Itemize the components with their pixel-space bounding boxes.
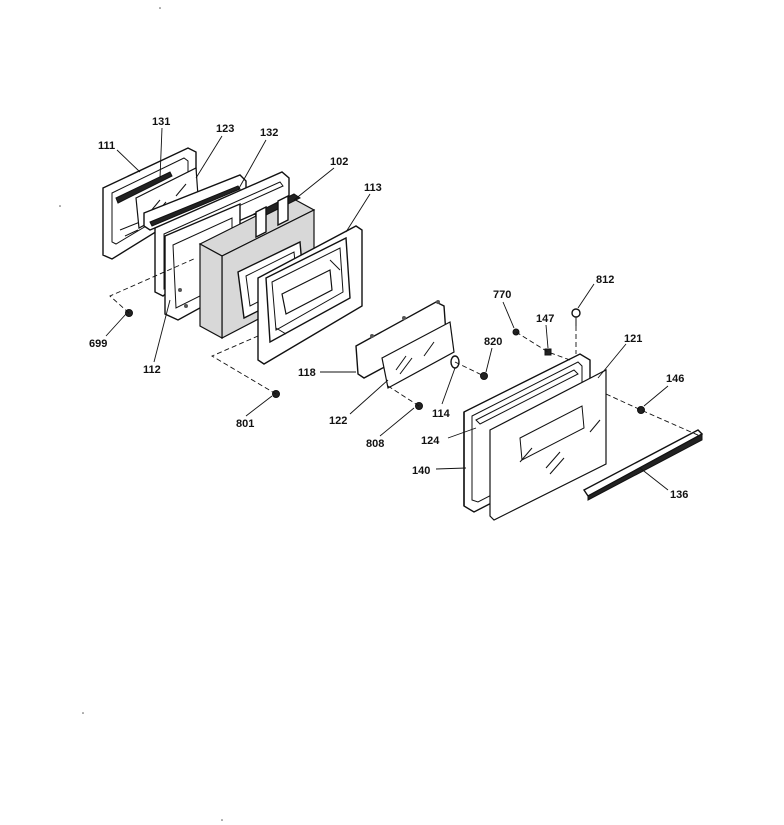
callout-131: 131	[152, 116, 170, 128]
leader-146	[643, 385, 669, 407]
callout-102: 102	[330, 156, 348, 168]
callout-121: 121	[624, 333, 642, 345]
leader-132	[237, 139, 267, 191]
callout-132: 132	[260, 127, 278, 139]
part-136-trim-strip	[582, 429, 704, 501]
leader-112	[153, 299, 171, 363]
part-124-frame-trim	[475, 369, 579, 425]
assembly-line-801	[211, 335, 277, 395]
assembly-line-808	[387, 385, 420, 407]
leader-131	[159, 127, 163, 179]
leader-140	[435, 467, 467, 470]
leader-124	[447, 427, 477, 439]
assembly-line-699	[109, 257, 197, 314]
assembly-line-146	[605, 393, 701, 437]
part-121-outer-glass	[489, 369, 607, 521]
callout-812: 812	[596, 274, 614, 286]
callout-122: 122	[329, 415, 347, 427]
leader-136	[639, 467, 669, 491]
callout-124: 124	[421, 435, 440, 447]
leader-820	[485, 347, 493, 373]
callout-820: 820	[484, 336, 502, 348]
clip-147	[544, 348, 552, 356]
callout-147: 147	[536, 313, 554, 325]
part-113-door-panel	[257, 225, 363, 365]
leader-699	[105, 313, 127, 337]
leader-113	[345, 193, 371, 233]
callout-146: 146	[666, 373, 684, 385]
callout-136: 136	[670, 489, 688, 501]
leader-122	[349, 379, 389, 415]
callout-113: 113	[364, 182, 382, 194]
speck	[159, 7, 161, 9]
callout-140: 140	[412, 465, 430, 477]
callout-699: 699	[89, 338, 107, 350]
leader-801	[245, 395, 273, 417]
assembly-line-770	[515, 331, 571, 361]
leader-123	[195, 135, 223, 179]
speck	[221, 819, 223, 821]
leader-114	[441, 367, 456, 405]
leader-102	[293, 167, 335, 201]
leader-812	[577, 283, 595, 309]
callout-112: 112	[143, 364, 161, 376]
callout-808: 808	[366, 438, 384, 450]
leader-111	[116, 149, 141, 173]
callout-770: 770	[493, 289, 511, 301]
leader-147	[545, 324, 549, 349]
leader-121	[597, 343, 627, 379]
callout-114: 114	[432, 408, 451, 420]
speck	[82, 712, 84, 714]
callout-111: 111	[98, 140, 115, 152]
leader-770	[502, 301, 515, 329]
speck	[59, 205, 61, 207]
assembly-line-820	[454, 361, 485, 377]
screw-146	[637, 406, 645, 414]
leader-808	[379, 407, 415, 437]
screw-812	[571, 308, 581, 326]
part-122-window-glass	[381, 321, 455, 389]
callout-118: 118	[298, 367, 316, 379]
callout-801: 801	[236, 418, 254, 430]
callout-123: 123	[216, 123, 234, 135]
